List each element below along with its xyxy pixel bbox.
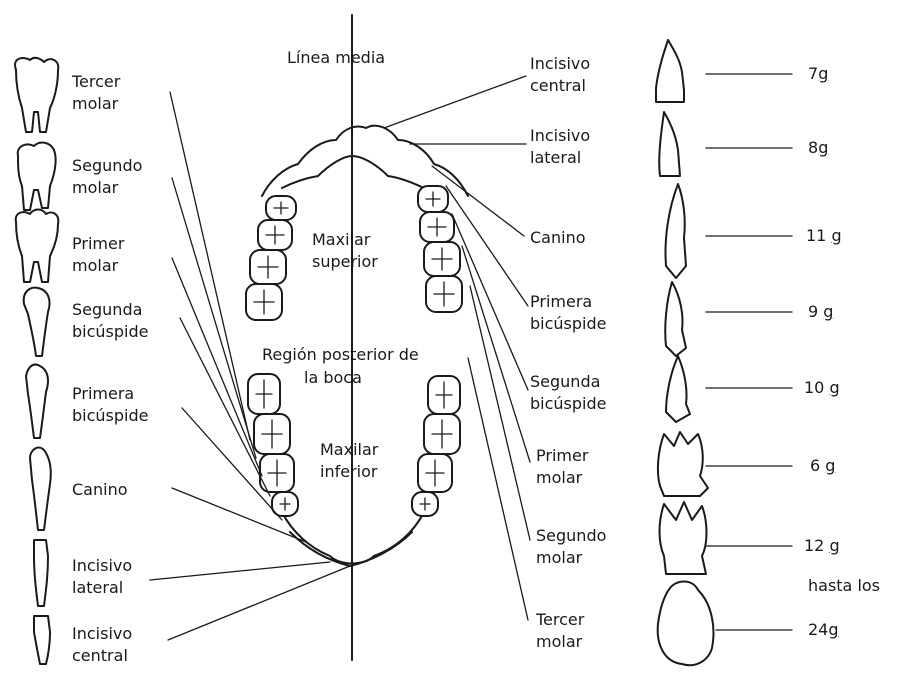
weight-label-3: 11 g xyxy=(806,226,842,246)
leader-right-primer-molar xyxy=(462,246,530,462)
right-label-segundo-molar-line1: Segundo xyxy=(536,526,606,546)
left-label-incisivo-central-line2: central xyxy=(72,646,128,666)
right-label-incisivo-central-line2: central xyxy=(530,76,586,96)
weight-label-2: 8g xyxy=(808,138,828,158)
right-label-tercer-molar-line1: Tercer xyxy=(536,610,584,630)
right-label-segunda-bicuspide-line2: bicúspide xyxy=(530,394,606,414)
first-molar-tooth xyxy=(16,210,59,283)
weight-leader-lines xyxy=(706,74,792,630)
right-label-canino: Canino xyxy=(530,228,586,248)
left-label-primera-bicuspide-line2: bicúspide xyxy=(72,406,148,426)
lower-left-tooth xyxy=(254,414,290,454)
right-label-incisivo-central-line1: Incisivo xyxy=(530,54,590,74)
weight-label-7: 12 g xyxy=(804,536,840,556)
upper-arch-inner-outline xyxy=(282,156,428,190)
third-molar-tooth xyxy=(15,58,58,132)
second-molar-tooth xyxy=(18,143,56,210)
weight-label-5: 10 g xyxy=(804,378,840,398)
right-label-primera-bicuspide-line1: Primera xyxy=(530,292,592,312)
left-label-segunda-bicuspide-line2: bicúspide xyxy=(72,322,148,342)
first-premolar-tooth xyxy=(26,364,48,438)
weighed-first-premolar xyxy=(665,282,686,356)
lower-right-tooth xyxy=(412,492,438,516)
left-label-segundo-molar-line2: molar xyxy=(72,178,118,198)
weight-label-1: 7g xyxy=(808,64,828,84)
weights-note: hasta los xyxy=(808,576,880,596)
central-incisor-tooth xyxy=(34,616,50,664)
right-label-segundo-molar-line2: molar xyxy=(536,548,582,568)
lower-jaw-label-line1: Maxilar xyxy=(320,440,378,460)
leader-left-incisivo-lateral xyxy=(150,562,330,580)
upper-right-tooth xyxy=(418,186,448,212)
weighed-central-incisor xyxy=(656,40,684,102)
upper-jaw-label-line2: superior xyxy=(312,252,378,272)
right-label-primer-molar-line2: molar xyxy=(536,468,582,488)
left-label-primera-bicuspide-line1: Primera xyxy=(72,384,134,404)
right-label-primer-molar-line1: Primer xyxy=(536,446,588,466)
left-label-segunda-bicuspide-line1: Segunda xyxy=(72,300,142,320)
left-label-tercer-molar-line2: molar xyxy=(72,94,118,114)
weighed-first-molar xyxy=(658,432,708,496)
left-tooth-column xyxy=(15,58,58,664)
leader-left-tercer-molar xyxy=(170,92,250,440)
weighed-canine xyxy=(666,184,687,278)
left-label-incisivo-central-line1: Incisivo xyxy=(72,624,132,644)
left-label-segundo-molar-line1: Segundo xyxy=(72,156,142,176)
lower-jaw-label-line2: inferior xyxy=(320,462,377,482)
left-label-incisivo-lateral-line2: lateral xyxy=(72,578,123,598)
lower-right-tooth xyxy=(428,376,460,414)
leader-right-incisivo-central xyxy=(384,76,526,128)
leader-right-tercer-molar xyxy=(468,358,528,620)
upper-left-tooth xyxy=(250,250,286,284)
weighed-second-molar xyxy=(660,502,707,574)
right-label-segunda-bicuspide-line1: Segunda xyxy=(530,372,600,392)
lower-right-tooth xyxy=(424,414,460,454)
weighed-third-molar xyxy=(658,582,714,666)
posterior-region-label-line1: Región posterior de xyxy=(262,345,419,365)
weight-label-6: 6 g xyxy=(810,456,835,476)
left-label-canino: Canino xyxy=(72,480,128,500)
right-label-tercer-molar-line2: molar xyxy=(536,632,582,652)
upper-right-tooth xyxy=(420,212,454,242)
upper-right-tooth xyxy=(424,242,460,276)
upper-left-tooth xyxy=(246,284,282,320)
midline-label: Línea media xyxy=(287,48,385,68)
lower-left-tooth xyxy=(248,374,280,414)
right-label-primera-bicuspide-line2: bicúspide xyxy=(530,314,606,334)
canine-tooth xyxy=(30,448,51,530)
right-tooth-column xyxy=(656,40,713,665)
left-label-incisivo-lateral-line1: Incisivo xyxy=(72,556,132,576)
lateral-incisor-tooth xyxy=(34,540,48,606)
upper-left-tooth xyxy=(258,220,292,250)
right-label-incisivo-lateral-line1: Incisivo xyxy=(530,126,590,146)
upper-left-tooth xyxy=(266,196,296,220)
left-label-tercer-molar-line1: Tercer xyxy=(72,72,120,92)
upper-right-tooth xyxy=(426,276,462,312)
left-label-primer-molar-line1: Primer xyxy=(72,234,124,254)
leader-left-incisivo-central xyxy=(168,566,350,640)
second-premolar-tooth xyxy=(24,288,50,356)
leader-right-segunda-bicuspide xyxy=(452,214,528,390)
weighed-second-premolar xyxy=(666,356,690,422)
posterior-region-label-line2: la boca xyxy=(304,368,362,388)
right-label-incisivo-lateral-line2: lateral xyxy=(530,148,581,168)
left-label-primer-molar-line2: molar xyxy=(72,256,118,276)
lower-right-tooth xyxy=(418,454,452,492)
upper-jaw-label-line1: Maxilar xyxy=(312,230,370,250)
upper-dental-arch xyxy=(246,126,468,320)
weighed-lateral-incisor xyxy=(659,112,680,176)
weight-label-8: 24g xyxy=(808,620,839,640)
weight-label-4: 9 g xyxy=(808,302,833,322)
leader-left-segundo-molar xyxy=(172,178,256,458)
